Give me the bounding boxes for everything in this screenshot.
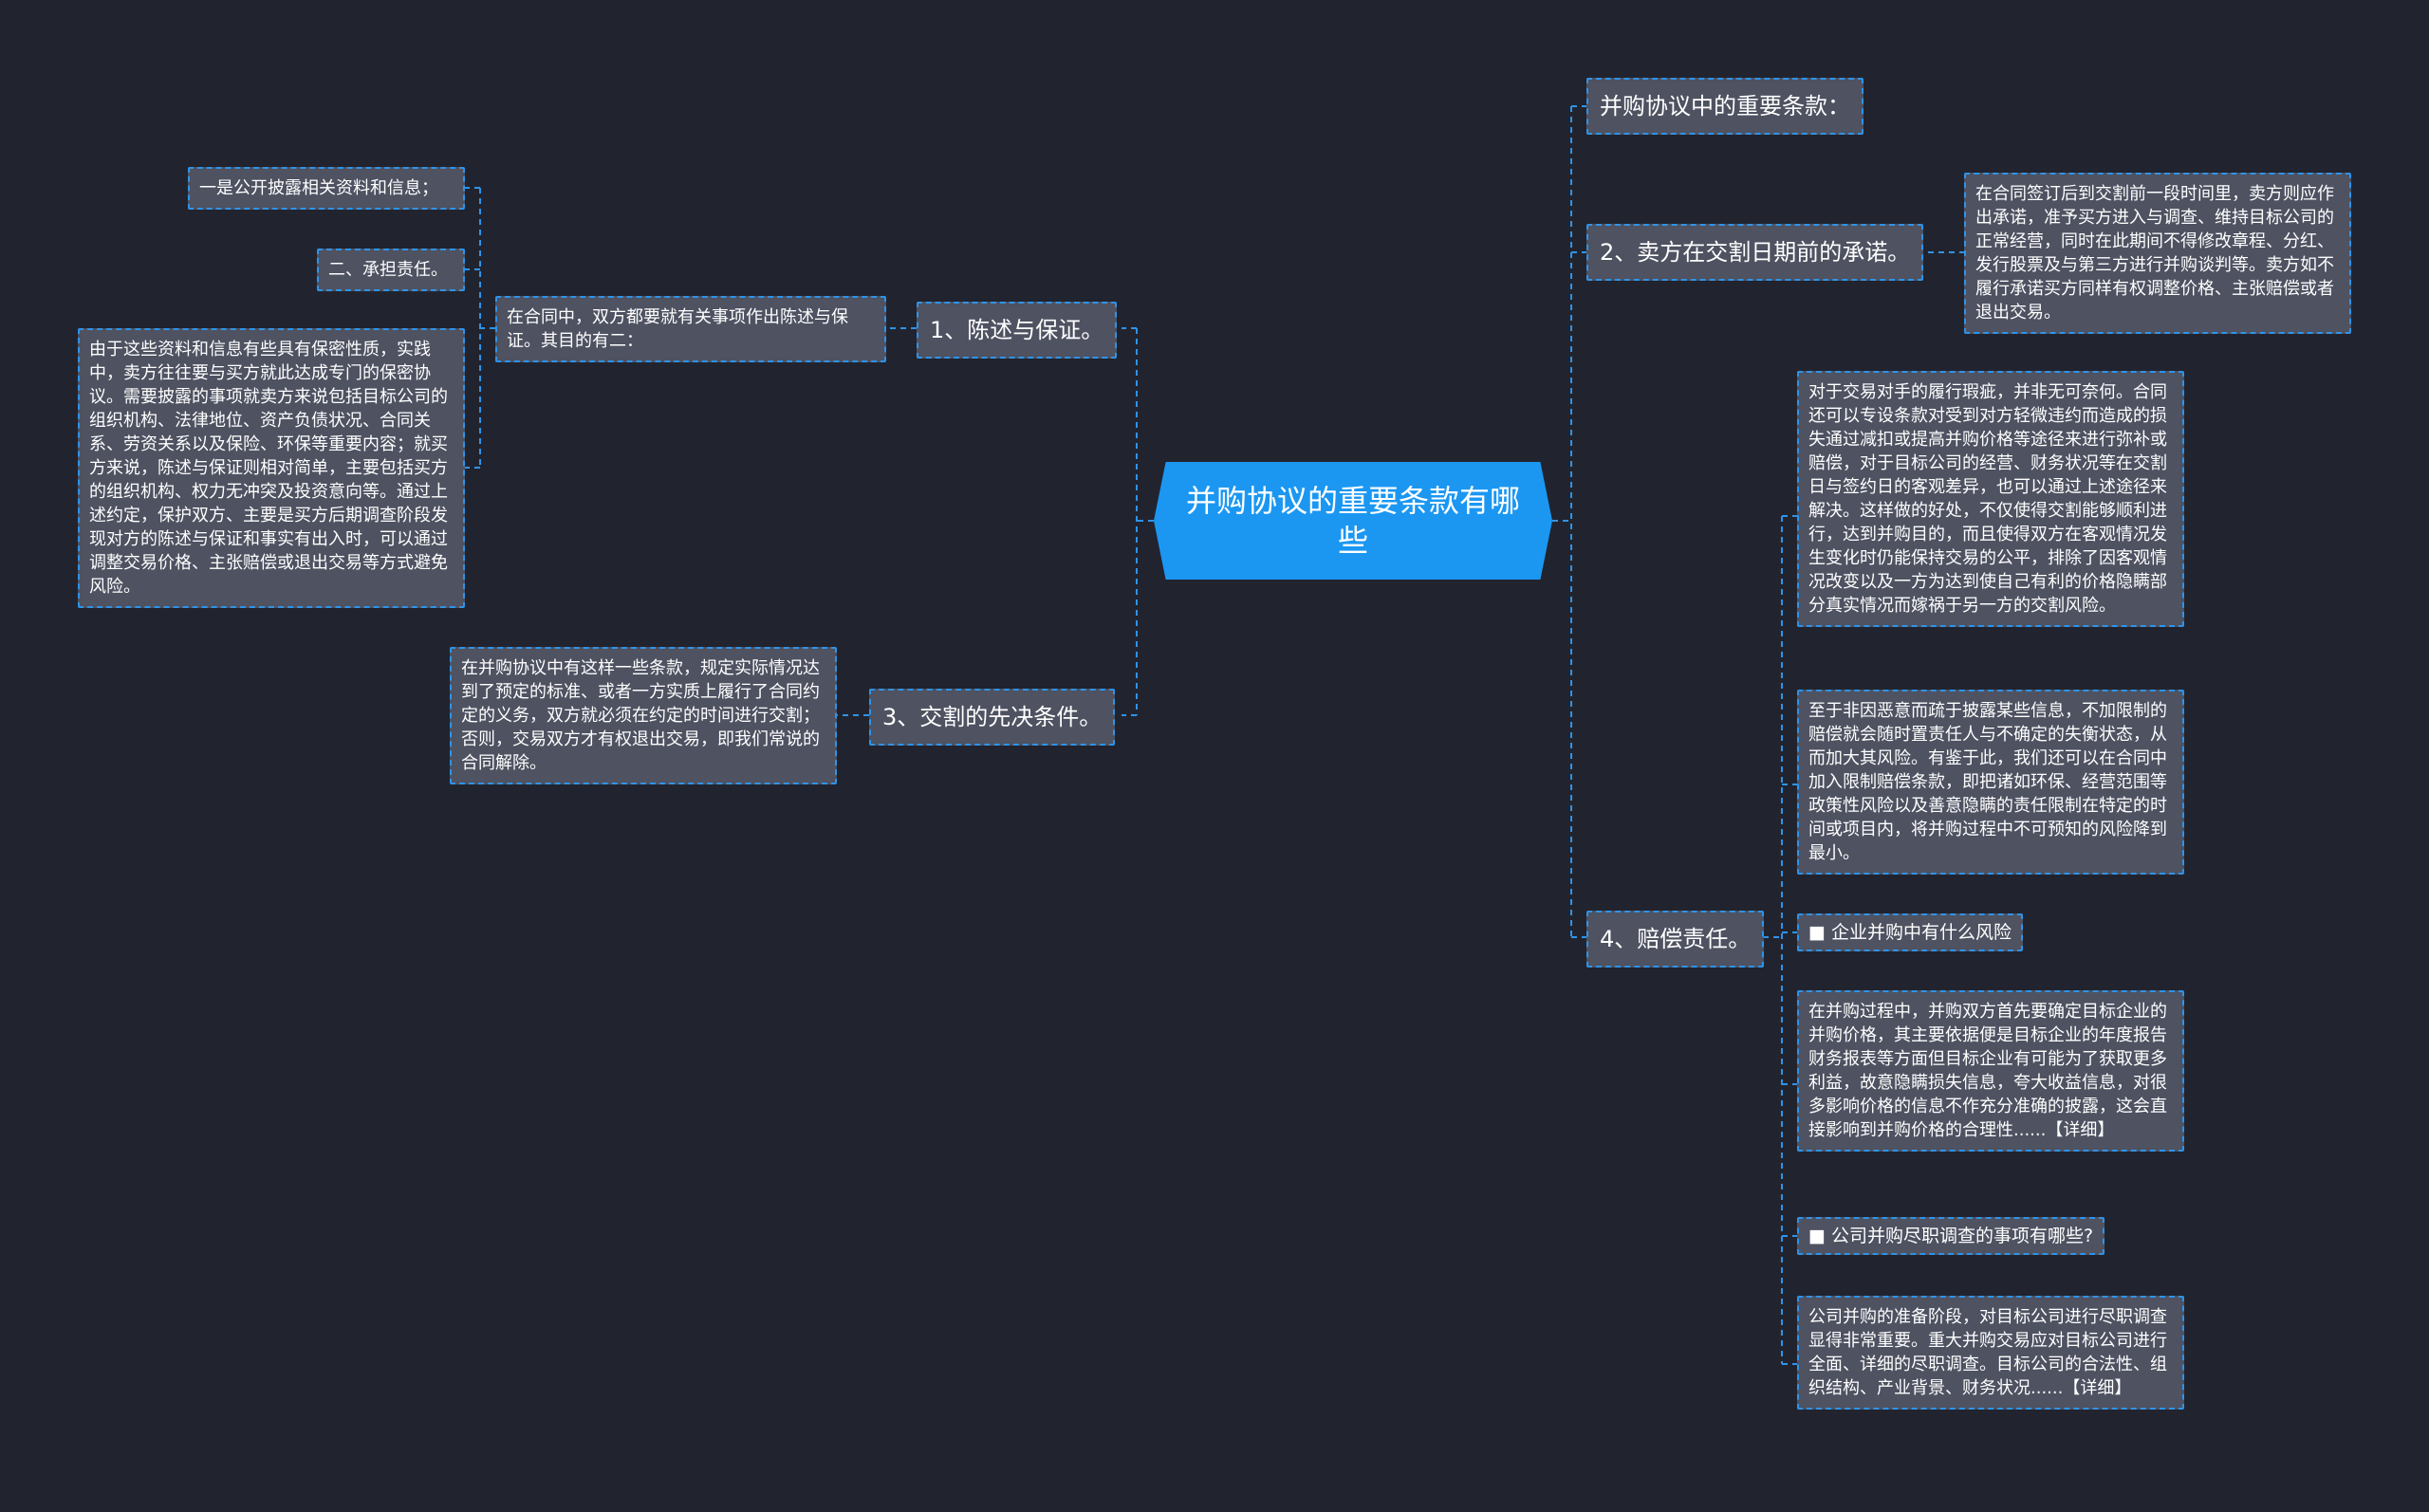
seller-commitment-detail[interactable]: 在合同签订后到交割前一段时间里，卖方则应作出承诺，准予买方进入与调查、维持目标公… — [1964, 173, 2351, 334]
representations-leaf-confidentiality[interactable]: 由于这些资料和信息有些具有保密性质，实践中，卖方往往要与买方就此达成专门的保密协… — [78, 328, 465, 608]
indemnity-detail-1[interactable]: 对于交易对手的履行瑕疵，并非无可奈何。合同还可以专设条款对受到对方轻微违约而造成… — [1797, 371, 2184, 627]
representations-purpose[interactable]: 在合同中，双方都要就有关事项作出陈述与保证。其目的有二： — [495, 296, 886, 362]
branch-label: 4、赔偿责任。 — [1600, 926, 1752, 952]
detail-text: 一是公开披露相关资料和信息； — [199, 178, 438, 198]
indemnity-detail-4[interactable]: 公司并购的准备阶段，对目标公司进行尽职调查显得非常重要。重大并购交易应对目标公司… — [1797, 1296, 2184, 1410]
branch-label: 3、交割的先决条件。 — [882, 704, 1103, 730]
branch-important-clauses[interactable]: 并购协议中的重要条款： — [1586, 78, 1863, 135]
representations-leaf-disclosure[interactable]: 一是公开披露相关资料和信息； — [188, 167, 465, 210]
detail-text: 至于非因恶意而疏于披露某些信息，不加限制的赔偿就会随时置责任人与不确定的失衡状态… — [1808, 701, 2167, 863]
indemnity-detail-2[interactable]: 至于非因恶意而疏于披露某些信息，不加限制的赔偿就会随时置责任人与不确定的失衡状态… — [1797, 690, 2184, 875]
detail-text: 由于这些资料和信息有些具有保密性质，实践中，卖方往往要与买方就此达成专门的保密协… — [89, 340, 448, 597]
detail-text: 在合同中，双方都要就有关事项作出陈述与保证。其目的有二： — [507, 307, 848, 351]
indemnity-detail-3[interactable]: 在并购过程中，并购双方首先要确定目标企业的并购价格，其主要依据便是目标企业的年度… — [1797, 990, 2184, 1152]
branch-label: 并购协议中的重要条款： — [1600, 93, 1850, 120]
branch-indemnity[interactable]: 4、赔偿责任。 — [1586, 911, 1765, 968]
related-link-due-diligence[interactable]: ■ 公司并购尽职调查的事项有哪些? — [1797, 1217, 2105, 1255]
detail-text: 二、承担责任。 — [328, 260, 448, 280]
root-topic-label: 并购协议的重要条款有哪些 — [1185, 483, 1520, 559]
detail-text: 在合同签订后到交割前一段时间里，卖方则应作出承诺，准予买方进入与调查、维持目标公… — [1975, 184, 2334, 323]
branch-seller-commitment[interactable]: 2、卖方在交割日期前的承诺。 — [1586, 224, 1924, 281]
detail-text: 公司并购的准备阶段，对目标公司进行尽职调查显得非常重要。重大并购交易应对目标公司… — [1808, 1307, 2167, 1398]
detail-text: 对于交易对手的履行瑕疵，并非无可奈何。合同还可以专设条款对受到对方轻微违约而造成… — [1808, 382, 2167, 616]
link-text: ■ 公司并购尽职调查的事项有哪些? — [1808, 1226, 2094, 1246]
detail-text: 在并购协议中有这样一些条款，规定实际情况达到了预定的标准、或者一方实质上履行了合… — [461, 658, 820, 773]
closing-conditions-detail[interactable]: 在并购协议中有这样一些条款，规定实际情况达到了预定的标准、或者一方实质上履行了合… — [450, 647, 837, 784]
representations-leaf-liability[interactable]: 二、承担责任。 — [317, 249, 465, 291]
branch-label: 2、卖方在交割日期前的承诺。 — [1600, 239, 1911, 266]
branch-closing-conditions[interactable]: 3、交割的先决条件。 — [869, 689, 1116, 746]
branch-representations[interactable]: 1、陈述与保证。 — [917, 302, 1118, 359]
related-link-merger-risks[interactable]: ■ 企业并购中有什么风险 — [1797, 913, 2023, 951]
detail-text: 在并购过程中，并购双方首先要确定目标企业的并购价格，其主要依据便是目标企业的年度… — [1808, 1002, 2167, 1140]
root-topic[interactable]: 并购协议的重要条款有哪些 — [1154, 462, 1552, 580]
branch-label: 1、陈述与保证。 — [930, 317, 1104, 343]
link-text: ■ 企业并购中有什么风险 — [1808, 922, 2012, 943]
